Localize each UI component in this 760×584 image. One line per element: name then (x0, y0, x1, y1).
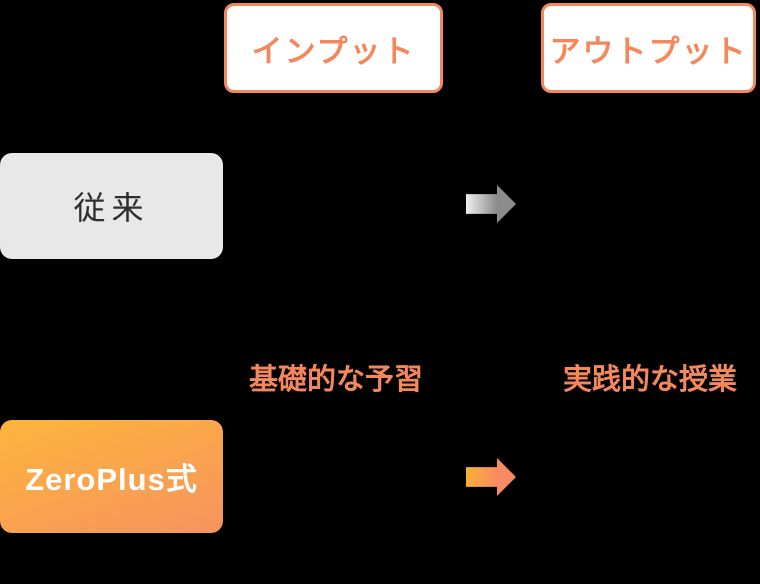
output-column-label: アウトプット (549, 33, 748, 69)
input-column-label: インプット (251, 33, 416, 69)
traditional-row-label: 従来 (73, 190, 150, 226)
zeroplus-row-box: ZeroPlus式 (0, 420, 223, 533)
right-arrow-gray-icon (466, 185, 516, 223)
input-column-header: インプット (224, 3, 443, 93)
traditional-row-box: 従来 (0, 153, 223, 259)
zeroplus-input-note: 基礎的な予習 (248, 364, 423, 396)
zeroplus-output-note: 実践的な授業 (562, 364, 737, 396)
zeroplus-row-label: ZeroPlus式 (25, 462, 198, 497)
right-arrow-orange-icon (466, 458, 516, 496)
output-column-header: アウトプット (541, 3, 756, 93)
